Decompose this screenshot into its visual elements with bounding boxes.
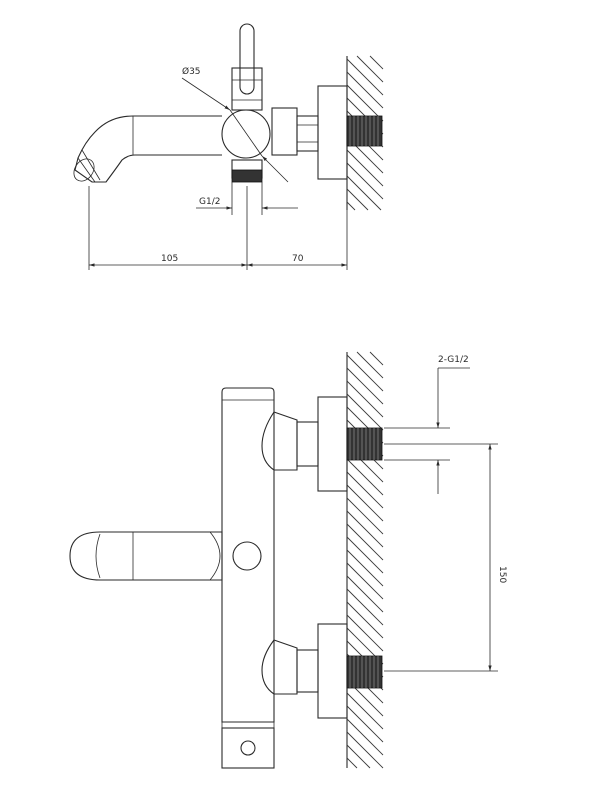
inlet-thread-lower (346, 655, 383, 689)
end-cap-button (240, 740, 256, 756)
hatch-line (346, 744, 371, 769)
hatch-line (346, 149, 384, 187)
hatch-line (346, 705, 384, 743)
outlet-thread (231, 169, 263, 183)
hatch-line (346, 757, 358, 769)
front-view: 2-G1/2 150 (69, 351, 507, 769)
inlet-thread-upper (346, 427, 383, 461)
label-spout-reach: 105 (161, 254, 178, 264)
label-diameter: Ø35 (182, 66, 201, 77)
hatch-line (346, 458, 384, 496)
wall-front (346, 351, 384, 769)
wall-flange-lower (317, 623, 348, 719)
valve-body-top (221, 109, 271, 159)
label-wall-offset: 70 (292, 254, 304, 264)
hatch-line (346, 162, 384, 200)
hatch-line (346, 588, 384, 626)
hatch-line (346, 471, 384, 509)
wall-flange-upper (317, 396, 348, 492)
hatch-line (356, 351, 384, 379)
label-inlet-thread: 2-G1/2 (438, 355, 469, 365)
diverter-knob (232, 541, 262, 571)
hatch-line (346, 380, 384, 418)
label-inlet-spacing: 150 (497, 566, 507, 583)
hatch-line (346, 188, 369, 211)
hatch-line (346, 549, 384, 587)
hatch-line (346, 201, 356, 211)
hatch-line (346, 731, 384, 769)
hatch-line (346, 484, 384, 522)
hatch-line (346, 367, 384, 405)
hatch-line (369, 351, 384, 366)
hatch-line (346, 175, 382, 211)
end-cap (221, 727, 275, 769)
hatch-line (346, 718, 384, 756)
hatch-line (346, 575, 384, 613)
hatch-line (346, 523, 384, 561)
hatch-line (356, 55, 384, 83)
hatch-line (346, 601, 384, 639)
spout-front (69, 531, 223, 581)
hatch-line (346, 562, 384, 600)
hatch-line (346, 71, 384, 109)
hatch-line (346, 614, 384, 652)
hatch-line (346, 354, 384, 392)
spout-top (74, 115, 222, 183)
label-thread-outlet: G1/2 (199, 197, 220, 207)
wall-flange-top (317, 85, 348, 180)
hatch-line (346, 84, 384, 122)
handle-stem (239, 23, 255, 95)
hatch-line (346, 497, 384, 535)
hatch-line (346, 393, 384, 431)
top-view: Ø35 G1/2 105 70 (73, 23, 384, 270)
hatch-line (346, 510, 384, 548)
hatch-line (369, 55, 384, 70)
wall-thread-top (346, 115, 383, 147)
hatch-line (346, 692, 384, 730)
hatch-line (346, 58, 384, 96)
wall-top (346, 55, 384, 211)
hatch-line (346, 536, 384, 574)
main-body (221, 387, 275, 723)
